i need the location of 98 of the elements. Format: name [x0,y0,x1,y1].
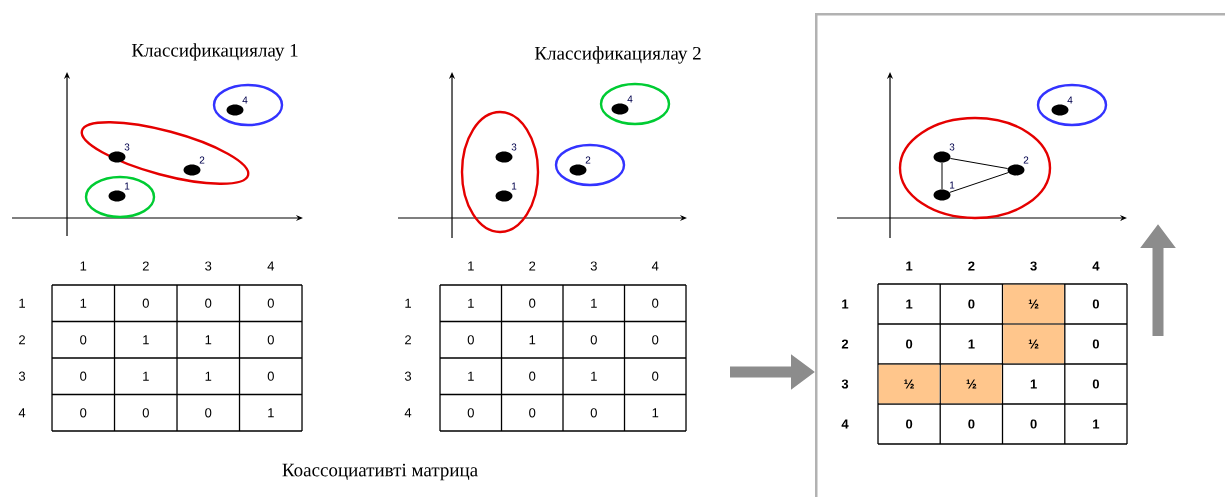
row-header: 3 [404,371,412,381]
matrix-cell: 1 [652,408,659,418]
cluster-ellipse [84,175,156,219]
highlighted-cell: ½ [878,364,940,404]
matrix-cell: 0 [652,335,659,345]
row-header: 4 [404,408,412,418]
matrix-cell: 0 [968,299,975,309]
connector-line [941,162,943,190]
matrix-cell: 0 [267,298,274,308]
point-label: 1 [950,181,955,189]
column-header: 1 [906,261,913,271]
matrix-cell: 1 [529,335,536,345]
matrix-cell: 1 [143,371,149,381]
point-label: 3 [949,143,955,151]
matrix-cell: 0 [590,335,597,345]
matrix-cell: 1 [591,298,597,308]
matrix-cell: 0 [652,371,659,381]
matrix-cell: 1 [1030,379,1037,389]
matrix-cell: 1 [1093,419,1100,429]
column-header: 4 [1092,261,1100,271]
row-header: 3 [841,379,849,389]
matrix-cell: 0 [590,408,597,418]
matrix-cell: 0 [968,419,975,429]
cluster-ellipse [212,83,284,127]
matrix-cell: 1 [468,371,474,381]
matrix-cell: 0 [529,408,536,418]
matrix-cell: 0 [529,371,536,381]
column-header: 3 [590,261,597,271]
matrix-cell: 0 [142,408,149,418]
row-header: 2 [19,335,25,345]
matrix-cell: 0 [1092,299,1099,309]
caption: Коассоциативті матрица [282,463,478,481]
matrix-cell: 1 [468,298,474,308]
matrix-cell: 0 [467,408,474,418]
row-header: 3 [18,371,26,381]
point-label: 4 [242,96,248,104]
matrix-cell: 0 [142,298,149,308]
matrix-cell: 0 [1092,339,1099,349]
matrix-cell: 0 [80,408,87,418]
matrix-cell: 0 [205,298,212,308]
column-header: 3 [205,261,212,271]
highlighted-cell: ½ [1003,324,1064,364]
point-label: 4 [1067,96,1073,104]
panel-title: Классификациялау 1 [131,43,298,61]
point-label: 1 [125,182,130,190]
cluster-ellipse [898,116,1052,220]
panel-frame [815,13,1225,497]
matrix-cell: 1 [205,335,212,345]
cluster-ellipse [460,110,540,234]
cluster-ellipse [554,143,626,187]
panel-title: Классификациялау 2 [534,46,701,64]
point-label: 2 [199,156,205,164]
matrix-cell: 0 [467,335,474,345]
cluster-ellipse [1036,83,1108,127]
row-header: 1 [19,298,25,308]
column-header: 2 [968,261,975,271]
column-header: 2 [142,261,149,271]
connector-line [949,157,1009,169]
matrix-cell: 1 [591,371,597,381]
matrix-cell: 0 [652,298,659,308]
matrix-cell: 0 [267,371,274,381]
highlighted-cell: ½ [941,364,1002,404]
matrix-cell: 0 [1030,419,1037,429]
column-header: 3 [1030,261,1037,271]
matrix-cell: 1 [143,335,149,345]
matrix-cell: 1 [906,299,913,309]
connector-line [949,172,1009,193]
row-header: 2 [841,339,849,349]
point-label: 2 [585,156,591,164]
row-header: 4 [18,408,26,418]
row-header: 1 [842,299,849,309]
matrix-cell: 0 [906,419,913,429]
matrix-cell: 0 [267,335,274,345]
matrix-cell: 1 [80,298,87,308]
point-label: 3 [511,143,517,151]
matrix-cell: 0 [1092,379,1099,389]
column-header: 1 [80,261,87,271]
point-label: 1 [512,182,517,190]
column-header: 2 [529,261,536,271]
matrix-cell: 1 [268,408,274,418]
row-header: 4 [841,419,849,429]
column-header: 4 [651,261,659,271]
row-header: 2 [405,335,411,345]
matrix-cell: 0 [906,339,913,349]
cluster-ellipse [599,82,671,126]
point-label: 4 [627,95,633,103]
row-header: 1 [405,298,411,308]
matrix-cell: 1 [968,339,975,349]
matrix-cell: 0 [80,371,87,381]
matrix-cell: 0 [529,298,536,308]
matrix-cell: 1 [205,371,212,381]
column-header: 1 [468,261,474,271]
point-label: 3 [124,143,130,151]
point-label: 2 [1023,156,1029,164]
matrix-cell: 0 [80,335,87,345]
matrix-cell: 0 [205,408,212,418]
highlighted-cell: ½ [1003,284,1064,324]
column-header: 4 [267,261,275,271]
